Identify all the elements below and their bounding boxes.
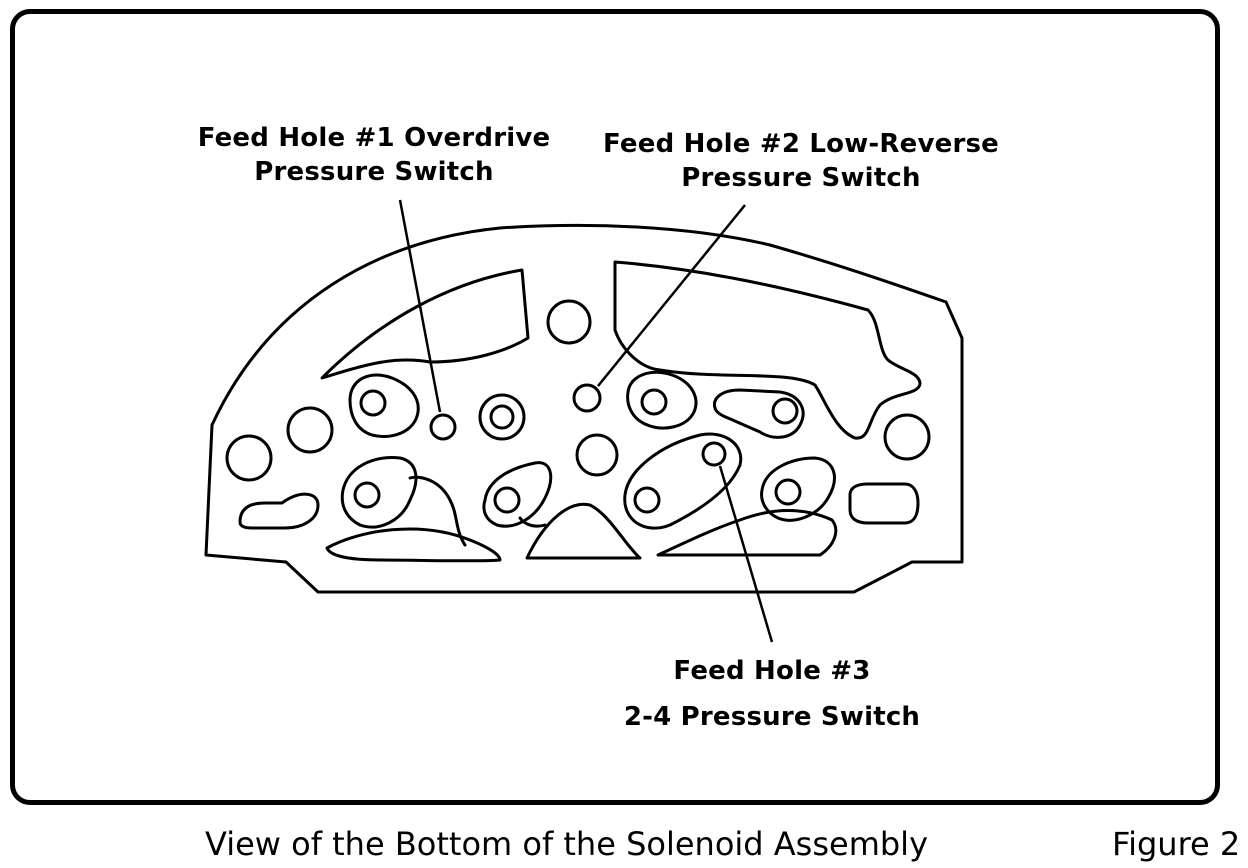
hole-center-left-inner (489, 404, 515, 430)
leader-line-1 (398, 199, 442, 413)
boss-top-left (348, 373, 420, 438)
callout-feed-hole-3-line1: Feed Hole #3 (673, 656, 871, 686)
hole-top-right-boss (640, 388, 668, 416)
boss-right-slanted (712, 388, 805, 439)
hole-lower-right-boss (633, 486, 661, 514)
hole-left (286, 406, 334, 454)
callout-feed-hole-1-line1: Feed Hole #1 Overdrive (197, 123, 551, 153)
figure-number: Figure 2 (1112, 825, 1241, 863)
feed-hole-2 (572, 383, 602, 413)
lower-right-slot (848, 482, 920, 525)
leader-line-3 (718, 465, 774, 643)
callout-feed-hole-1-line2: Pressure Switch (254, 157, 494, 187)
divider-tab-left (408, 475, 467, 547)
lower-left-slot (238, 492, 320, 530)
boss-lower-mid (482, 461, 553, 528)
boss-lower-right (623, 432, 743, 530)
callout-feed-hole-2: Feed Hole #2 Low-Reverse Pressure Switch (596, 127, 1006, 195)
hole-center (575, 433, 619, 477)
hole-top-center (546, 299, 592, 345)
callout-feed-hole-1: Feed Hole #1 Overdrive Pressure Switch (176, 121, 572, 189)
upper-right-channel (613, 260, 922, 440)
boss-top-right (626, 370, 698, 430)
feed-hole-1 (429, 413, 457, 441)
hole-far-right-boss (774, 478, 802, 506)
callout-feed-hole-2-line1: Feed Hole #2 Low-Reverse (603, 129, 999, 159)
hole-far-left (225, 434, 273, 482)
leader-line-2 (597, 204, 746, 387)
bottom-channel-2 (525, 502, 642, 560)
plate-outline (204, 223, 964, 594)
callout-feed-hole-3: Feed Hole #3 2-4 Pressure Switch (604, 648, 940, 740)
bottom-channel-3 (656, 509, 838, 557)
figure-caption: View of the Bottom of the Solenoid Assem… (205, 825, 928, 863)
bottom-channel-1 (325, 527, 502, 563)
boss-far-right (760, 456, 836, 522)
hole-center-left-ring (478, 393, 526, 441)
boss-lower-left (340, 456, 418, 529)
hole-right-slanted-boss (771, 397, 799, 425)
hole-lower-left-boss (353, 481, 381, 509)
callout-feed-hole-2-line2: Pressure Switch (681, 163, 921, 193)
divider-tab-mid (518, 516, 547, 528)
hole-far-right (883, 413, 931, 461)
hole-top-left-boss (359, 389, 387, 417)
upper-left-channel (320, 268, 530, 380)
figure-frame (10, 9, 1220, 805)
hole-lower-mid-boss (493, 486, 521, 514)
feed-hole-3 (701, 441, 727, 467)
callout-feed-hole-3-line2: 2-4 Pressure Switch (623, 702, 921, 732)
